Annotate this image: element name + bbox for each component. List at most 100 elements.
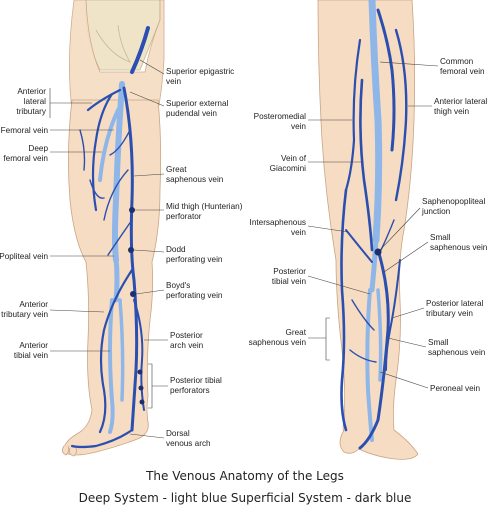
superior-epigastric-vein — [130, 26, 150, 74]
leader-peroneal-vein — [379, 371, 429, 389]
caption-title: The Venous Anatomy of the Legs — [145, 469, 344, 483]
vein-of-giacomini — [359, 78, 374, 252]
label-small-saphenous-2: saphenous vein — [430, 243, 488, 252]
label-anterior-tibial-1: Anterior — [19, 341, 48, 350]
saphenopopliteal-junction — [374, 248, 382, 256]
label-intersaphenous-1: Intersaphenous — [250, 218, 306, 227]
label-popliteal-vein: Popliteal vein — [0, 252, 48, 261]
label-anterior-lateral-thigh-2: thigh vein — [434, 107, 469, 116]
label-posterior-arch-1: Posterior — [170, 331, 203, 340]
leader-small-saphenous — [383, 241, 429, 273]
posterior-leg-figure — [317, 0, 419, 460]
posterior-tibial-perforator-1 — [137, 369, 143, 375]
common-femoral-vein-sup — [376, 8, 396, 152]
posterior-labels: Posteromedial vein Vein of Giacomini Int… — [249, 57, 488, 393]
label-deep-femoral-2: femoral vein — [3, 154, 48, 163]
leader-dodd — [133, 249, 165, 253]
leader-anterior-lateral-tributary — [49, 88, 92, 118]
popliteal-vein-posterior-deep — [369, 237, 379, 293]
label-saphenopopliteal-2: junction — [421, 207, 451, 216]
great-saphenous-anterior — [122, 86, 139, 432]
label-superior-external-pudendal-2: pudendal vein — [166, 109, 217, 118]
label-great-saphenous-2: saphenous vein — [166, 175, 224, 184]
label-posterior-lateral-tributary-1: Posterior lateral — [426, 299, 484, 308]
posteromedial-vein — [344, 38, 362, 192]
deep-femoral-vein — [98, 108, 120, 182]
label-deep-femoral-1: Deep — [28, 144, 48, 153]
leader-superior-epigastric — [139, 59, 165, 75]
posterior-tibial-deep — [118, 298, 125, 402]
label-femoral-vein: Femoral vein — [1, 126, 49, 135]
label-giacomini-2: Giacomini — [270, 164, 307, 173]
label-boyd-1: Boyd's — [166, 281, 190, 290]
label-small-saphenous-lower-2: saphenous vein — [428, 348, 486, 357]
label-posteromedial-2: vein — [291, 122, 306, 131]
label-anterior-lateral-thigh-1: Anterior lateral — [434, 97, 487, 106]
hunterian-perforator — [129, 207, 135, 213]
label-great-saphenous-1: Great — [166, 165, 187, 174]
leader-saphenopopliteal — [379, 207, 421, 251]
label-posterior-tibial-1: Posterior — [273, 267, 306, 276]
posterior-lateral-tributary — [385, 259, 401, 371]
anterior-web-veins — [79, 129, 133, 256]
anterior-tributary-vein — [98, 268, 134, 434]
label-hunterian-1: Mid thigh (Hunterian) — [166, 202, 243, 211]
posterior-arch-vein — [133, 299, 145, 411]
label-posterior-lateral-tributary-2: tributary vein — [426, 309, 473, 318]
label-posterior-arch-2: arch vein — [170, 341, 204, 350]
leader-boyd — [135, 289, 165, 295]
caption-legend: Deep System - light blue Superficial Sys… — [79, 491, 412, 505]
leader-small-saphenous-lower — [387, 337, 427, 348]
label-dorsal-venous-arch-1: Dorsal — [166, 429, 190, 438]
common-femoral-vein-deep — [368, 0, 383, 244]
posterior-tibial-perforator-2 — [138, 385, 144, 391]
anterior-labels: Anterior lateral tributary Femoral vein … — [0, 59, 243, 448]
label-dodd-1: Dodd — [166, 245, 186, 254]
anterior-toes — [62, 445, 78, 457]
anterior-leg-figure — [62, 0, 165, 457]
label-saphenopopliteal-1: Saphenopopliteal — [422, 197, 485, 206]
leader-superior-external-pudendal — [129, 91, 165, 107]
label-anterior-tributary-1: Anterior — [19, 300, 48, 309]
label-posterior-tibial-perforators-2: perforators — [170, 386, 210, 395]
hip-skin — [69, 0, 165, 111]
dodd-perforator — [128, 247, 134, 253]
leader-posterior-tibial-perforators — [148, 363, 168, 409]
leader-posterior-lateral-tributary — [391, 307, 425, 319]
label-small-saphenous-lower-1: Small — [428, 338, 449, 347]
posterior-web-veins — [349, 219, 395, 363]
leader-posterior-tibial — [307, 275, 371, 295]
leader-intersaphenous — [307, 225, 349, 233]
posterior-tibial-perforator-3 — [139, 399, 145, 405]
label-superior-epigastric-1: Superior epigastric — [166, 67, 234, 76]
label-peroneal-vein: Peroneal vein — [430, 384, 481, 393]
label-dodd-2: perforating vein — [166, 255, 223, 264]
posterior-heel — [339, 429, 361, 454]
label-posterior-tibial-2: tibial vein — [272, 277, 307, 286]
label-common-femoral-1: Common — [440, 57, 474, 66]
anterior-tibial-deep — [108, 298, 115, 434]
label-great-saphenous-post-2: saphenous vein — [249, 338, 307, 347]
label-anterior-lateral-tributary-3: tributary — [16, 107, 46, 116]
label-giacomini-1: Vein of — [281, 154, 307, 163]
small-saphenous-vein — [358, 248, 390, 450]
label-superior-external-pudendal-1: Superior external — [166, 99, 229, 108]
leader-great-saphenous-post — [308, 317, 330, 361]
label-common-femoral-2: femoral vein — [440, 67, 485, 76]
label-dorsal-venous-arch-2: venous arch — [166, 439, 211, 448]
label-superior-epigastric-2: vein — [166, 77, 181, 86]
pelvis-contour — [95, 24, 131, 63]
label-posteromedial-1: Posteromedial — [254, 112, 307, 121]
label-anterior-tributary-2: tributary vein — [1, 310, 48, 319]
label-great-saphenous-post-1: Great — [286, 328, 307, 337]
anterior-lateral-thigh-vein — [394, 28, 408, 202]
dorsal-venous-arch — [70, 428, 134, 449]
intersaphenous-vein — [345, 229, 373, 263]
label-small-saphenous-1: Small — [430, 233, 451, 242]
posterior-tibial-vein-deep — [365, 288, 374, 442]
label-anterior-lateral-tributary-1: Anterior — [17, 87, 46, 96]
label-anterior-tibial-2: tibial vein — [14, 351, 49, 360]
boyd-perforator — [130, 291, 136, 297]
label-hunterian-2: perforator — [166, 212, 202, 221]
label-anterior-lateral-tributary-2: lateral — [24, 97, 46, 106]
